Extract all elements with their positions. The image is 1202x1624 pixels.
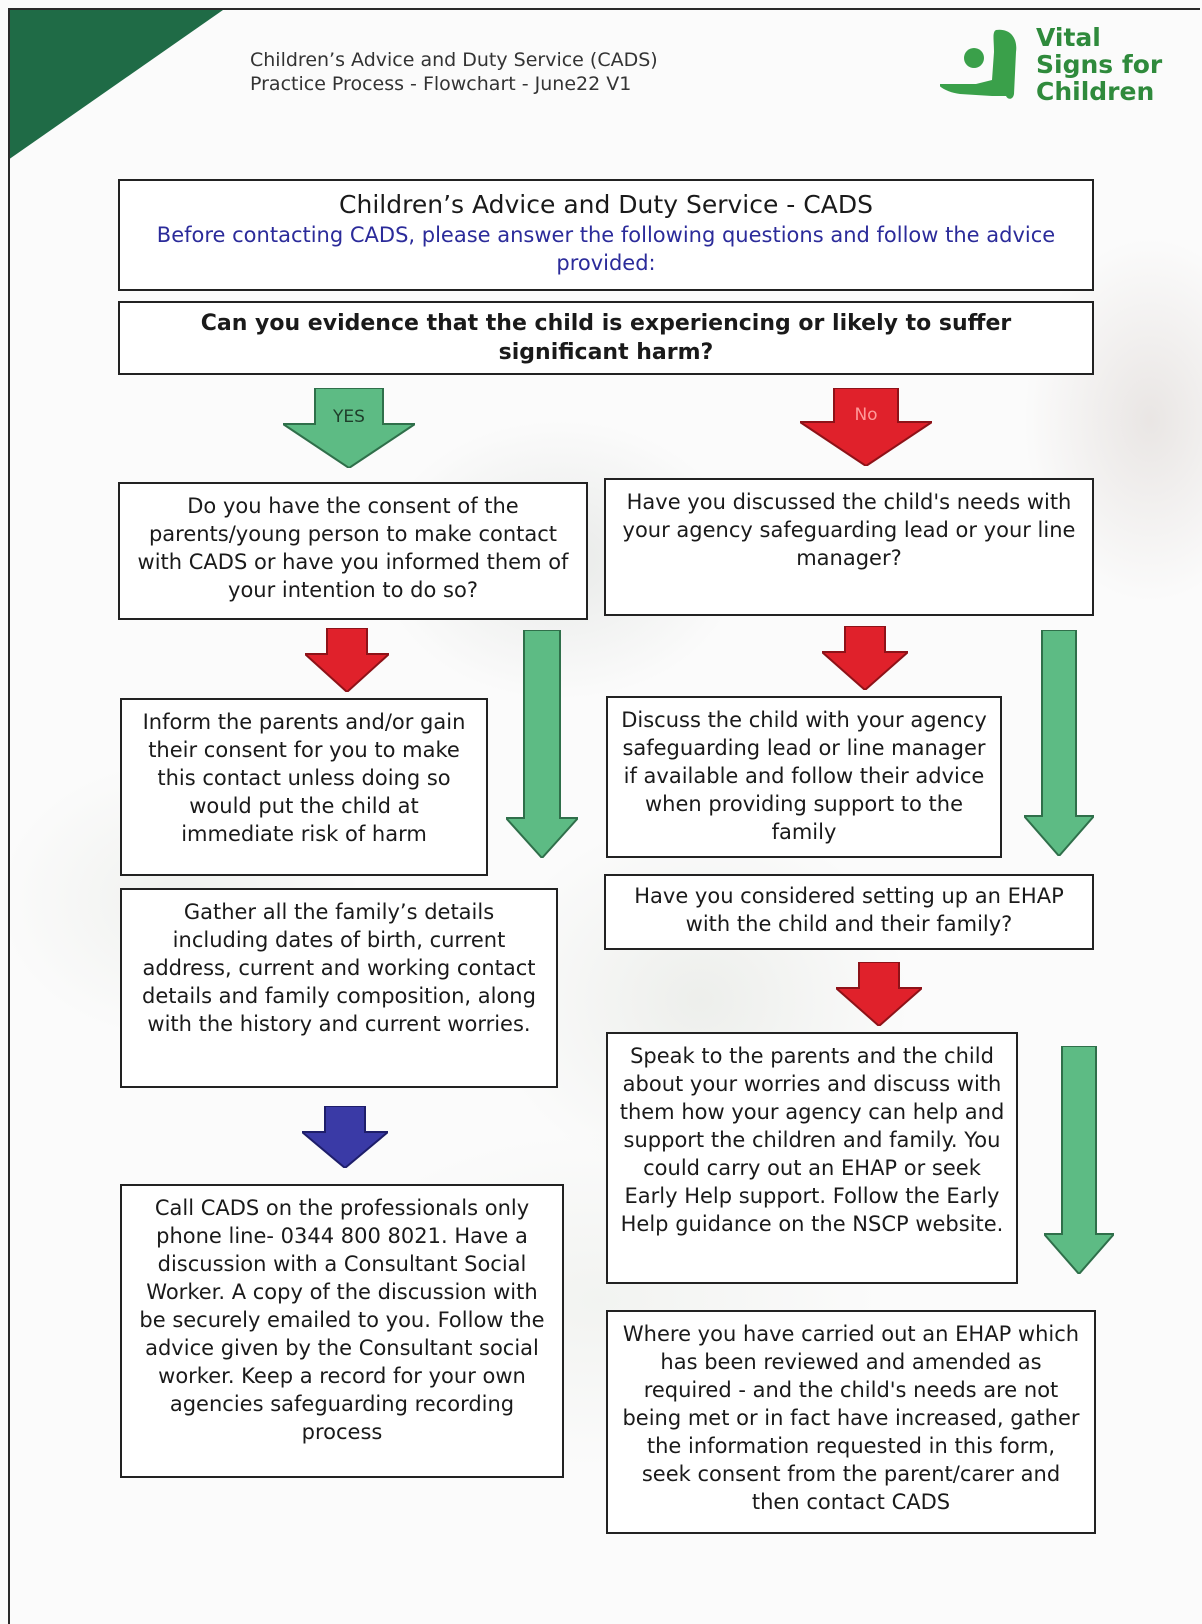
yes-label: YES xyxy=(333,407,365,427)
main-question-text: Can you evidence that the child is exper… xyxy=(200,311,1012,365)
discuss-child-text: Discuss the child with your agency safeg… xyxy=(621,708,987,844)
speak-parents-box: Speak to the parents and the child about… xyxy=(606,1032,1018,1284)
ehap-reviewed-box: Where you have carried out an EHAP which… xyxy=(606,1310,1096,1534)
gather-details-text: Gather all the family’s details includin… xyxy=(142,900,536,1036)
frame-top-line xyxy=(8,8,1200,10)
call-cads-text: Call CADS on the professionals only phon… xyxy=(139,1196,545,1444)
inform-parents-text: Inform the parents and/or gain their con… xyxy=(142,710,466,846)
gather-to-call-arrow xyxy=(302,1106,388,1168)
logo-figure-icon xyxy=(940,29,1017,99)
no-arrow xyxy=(800,388,932,466)
ehap-question-box: Have you considered setting up an EHAP w… xyxy=(604,874,1094,950)
ehap-question-text: Have you considered setting up an EHAP w… xyxy=(634,884,1064,936)
right-yes-long-arrow xyxy=(1024,630,1094,856)
inform-parents-box: Inform the parents and/or gain their con… xyxy=(120,698,488,876)
consent-question-box: Do you have the consent of the parents/y… xyxy=(118,482,588,620)
ehap-yes-long-arrow xyxy=(1044,1046,1114,1274)
frame-left-line xyxy=(8,8,10,1624)
header-line-2: Practice Process - Flowchart - June22 V1 xyxy=(250,73,632,95)
logo-line-1: Vital xyxy=(1036,23,1101,52)
vital-signs-logo: Vital Signs for Children xyxy=(940,22,1170,112)
left-no-arrow xyxy=(305,628,389,692)
intro-box: Children’s Advice and Duty Service - CAD… xyxy=(118,179,1094,291)
ehap-no-arrow xyxy=(836,962,922,1026)
consent-question-text: Do you have the consent of the parents/y… xyxy=(137,494,569,602)
logo-line-2: Signs for xyxy=(1036,50,1163,79)
main-question-box: Can you evidence that the child is exper… xyxy=(118,301,1094,375)
discussed-question-box: Have you discussed the child's needs wit… xyxy=(604,478,1094,616)
call-cads-box: Call CADS on the professionals only phon… xyxy=(120,1184,564,1478)
yes-arrow xyxy=(283,388,415,468)
corner-decoration xyxy=(8,10,223,160)
intro-subtitle: Before contacting CADS, please answer th… xyxy=(156,223,1056,275)
speak-parents-text: Speak to the parents and the child about… xyxy=(619,1044,1005,1236)
ehap-reviewed-text: Where you have carried out an EHAP which… xyxy=(622,1322,1080,1514)
gather-details-box: Gather all the family’s details includin… xyxy=(120,888,558,1088)
discuss-child-box: Discuss the child with your agency safeg… xyxy=(606,696,1002,858)
left-yes-long-arrow xyxy=(506,630,578,858)
right-no-arrow xyxy=(822,626,908,690)
header-line-1: Children’s Advice and Duty Service (CADS… xyxy=(250,49,658,71)
no-label: No xyxy=(854,405,878,425)
discussed-question-text: Have you discussed the child's needs wit… xyxy=(622,490,1076,570)
document-header: Children’s Advice and Duty Service (CADS… xyxy=(250,48,658,96)
logo-line-3: Children xyxy=(1036,77,1155,106)
intro-title: Children’s Advice and Duty Service - CAD… xyxy=(339,190,873,219)
